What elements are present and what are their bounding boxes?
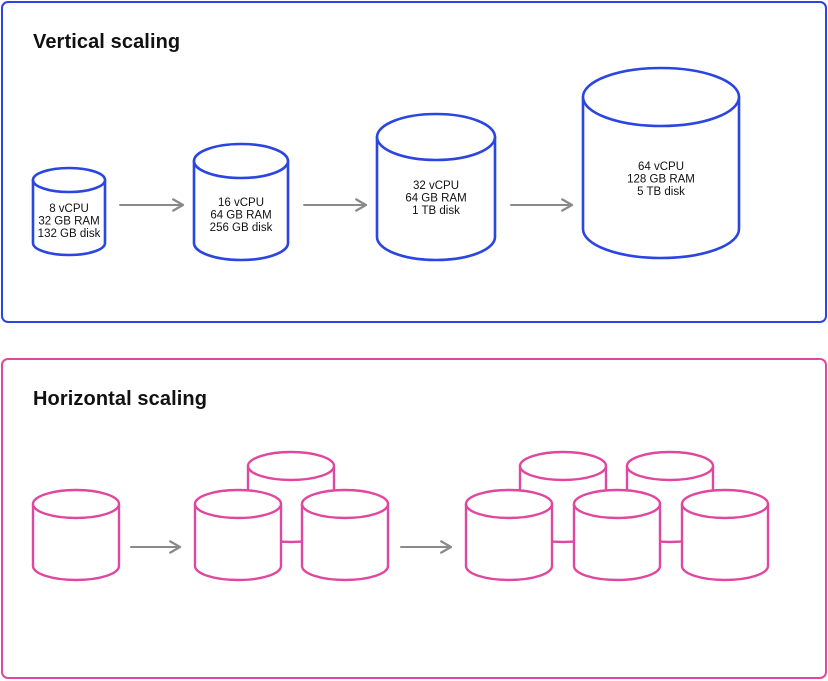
horizontal-scaling-title: Horizontal scaling: [33, 388, 208, 410]
spec-line: 32 vCPU: [413, 180, 459, 192]
database-icon: [572, 488, 662, 582]
database-icon: [193, 488, 283, 582]
spec-line: 64 GB RAM: [210, 210, 271, 222]
spec-line: 64 GB RAM: [405, 193, 466, 205]
database-icon: [464, 488, 554, 582]
spec-line: 256 GB disk: [210, 222, 273, 234]
spec-line: 132 GB disk: [38, 228, 101, 240]
spec-line: 1 TB disk: [412, 205, 460, 217]
database-cluster: [464, 450, 770, 582]
spec-line: 128 GB RAM: [627, 174, 695, 186]
spec-line: 16 vCPU: [218, 197, 264, 209]
vertical-scaling-title: Vertical scaling: [33, 31, 181, 53]
spec-line: 64 vCPU: [638, 161, 684, 173]
database-icon: [300, 488, 390, 582]
database-icon: [680, 488, 770, 582]
database-cluster: [193, 450, 390, 582]
spec-line: 5 TB disk: [637, 186, 685, 198]
spec-line: 8 vCPU: [49, 203, 89, 215]
database-cluster: [31, 488, 121, 582]
database-icon: [31, 488, 121, 582]
spec-line: 32 GB RAM: [38, 216, 99, 228]
